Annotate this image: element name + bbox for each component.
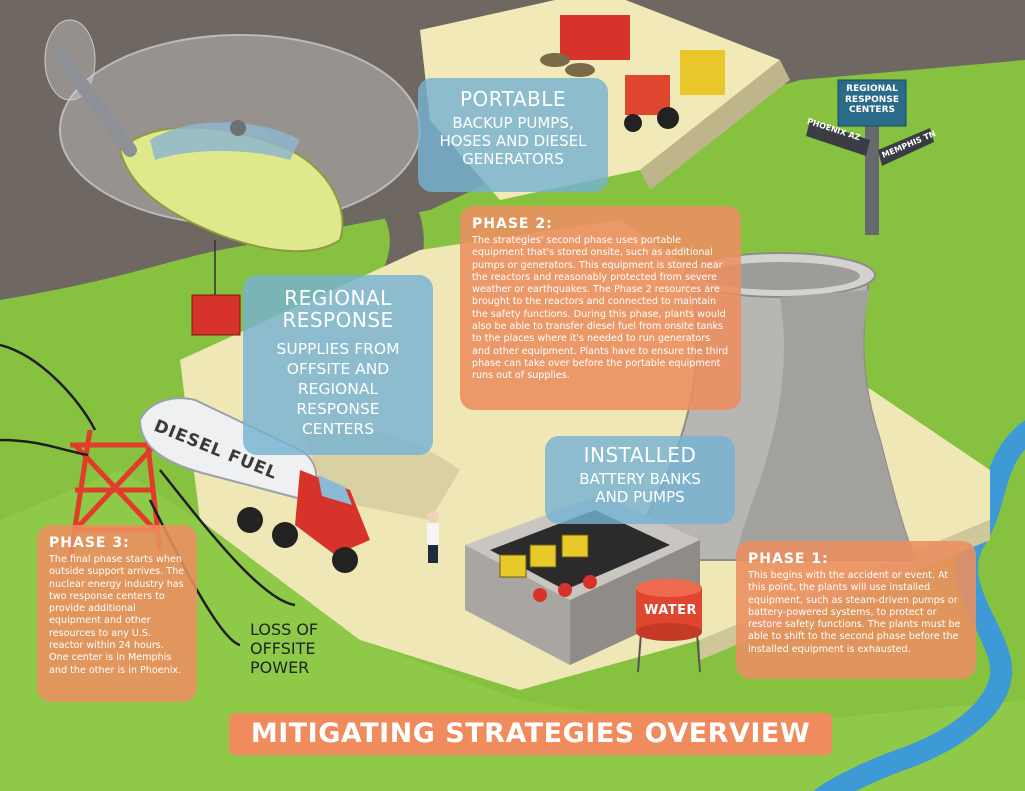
- fuel-truck: [138, 397, 370, 573]
- phase-1-heading: PHASE 1:: [748, 551, 829, 567]
- grass-lower: [0, 470, 1025, 791]
- bunker-front: [465, 545, 570, 665]
- phase-1-body: This begins with the accident or event. …: [748, 570, 961, 655]
- pumps-red: [533, 575, 597, 602]
- bunker-side: [570, 540, 700, 665]
- portable-equipment: [540, 15, 725, 132]
- phase-2-body: The strategies' second phase uses portab…: [472, 235, 729, 382]
- water-tank-label: WATER: [644, 603, 698, 618]
- portable-heading: PORTABLE: [459, 87, 567, 111]
- helicopter: [44, 19, 421, 336]
- portable-body: BACKUP PUMPS, HOSES AND DIESEL GENERATOR…: [439, 114, 587, 168]
- cooling-tower-shade: [735, 290, 915, 560]
- water-tank: [636, 579, 702, 673]
- top-pad-side: [640, 60, 790, 190]
- signpost: [806, 79, 934, 235]
- phase-2-box: PHASE 2: The strategies' second phase us…: [460, 206, 741, 410]
- signpost-header: REGIONAL RESPONSE CENTERS: [845, 84, 899, 115]
- regional-response-box: REGIONAL RESPONSE SUPPLIES FROM OFFSITE …: [243, 275, 433, 455]
- worker-figure: [427, 511, 439, 563]
- regional-body: SUPPLIES FROM OFFSITE AND REGIONAL RESPO…: [276, 340, 400, 438]
- phase-3-box: PHASE 3: The final phase starts when out…: [37, 525, 197, 702]
- loss-of-offsite-power-label: LOSS OF OFFSITE POWER: [250, 620, 319, 677]
- regional-heading: REGIONAL RESPONSE: [282, 286, 394, 332]
- page-title: MITIGATING STRATEGIES OVERVIEW: [229, 713, 832, 755]
- installed-heading: INSTALLED: [583, 443, 697, 467]
- phase-3-heading: PHASE 3:: [49, 535, 130, 551]
- river: [813, 420, 1025, 791]
- installed-body: BATTERY BANKS AND PUMPS: [579, 470, 701, 506]
- portable-box: PORTABLE BACKUP PUMPS, HOSES AND DIESEL …: [418, 78, 608, 192]
- phase-3-body: The final phase starts when outside supp…: [49, 554, 185, 676]
- battery-banks: [499, 534, 589, 578]
- power-lines: [0, 343, 296, 647]
- phase-2-heading: PHASE 2:: [472, 216, 553, 232]
- installed-box: INSTALLED BATTERY BANKS AND PUMPS: [545, 436, 735, 524]
- phase-1-box: PHASE 1: This begins with the accident o…: [736, 541, 976, 679]
